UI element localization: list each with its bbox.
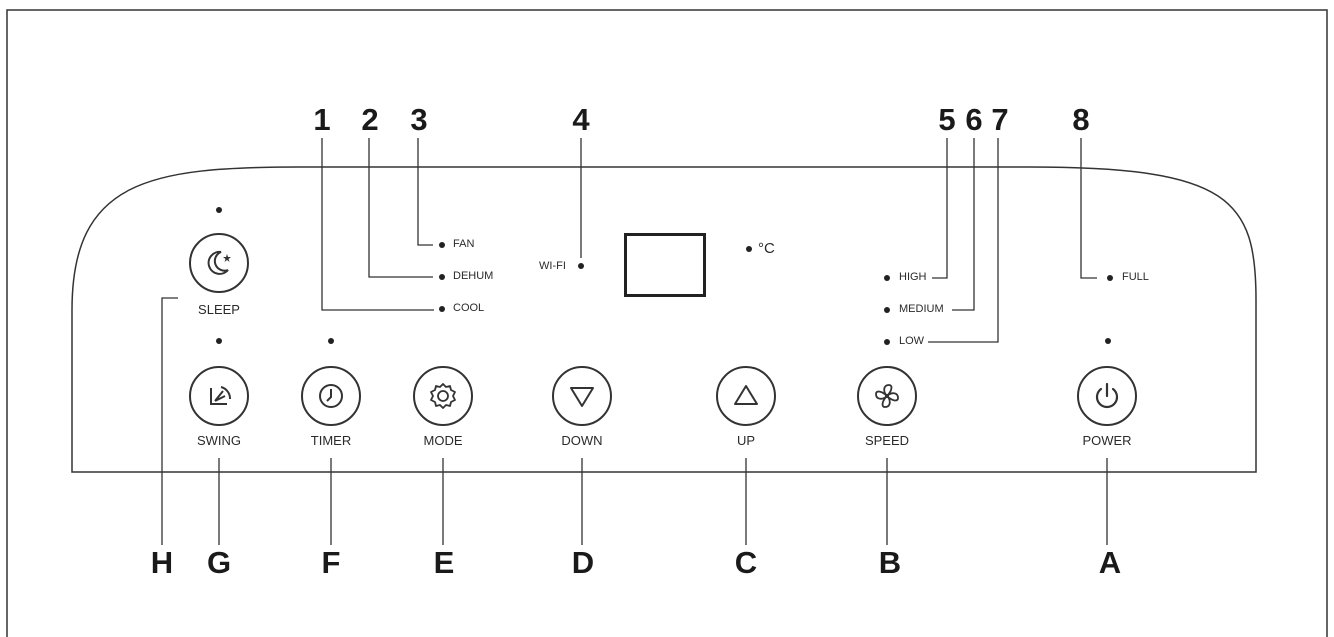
callout-6: 6 bbox=[965, 102, 983, 137]
leader-1 bbox=[321, 138, 434, 311]
triangle-up-icon bbox=[734, 385, 758, 405]
dehum-indicator-dot bbox=[439, 274, 445, 280]
full-indicator-label: FULL bbox=[1122, 271, 1149, 283]
medium-indicator-label: MEDIUM bbox=[899, 303, 944, 315]
temperature-display bbox=[624, 233, 706, 297]
callout-e: E bbox=[433, 545, 455, 580]
speed-button[interactable] bbox=[857, 366, 917, 426]
fan-icon bbox=[875, 384, 899, 408]
cool-indicator-dot bbox=[439, 306, 445, 312]
clock-icon bbox=[319, 384, 343, 408]
leader-6 bbox=[952, 138, 975, 311]
triangle-down-icon bbox=[570, 387, 594, 407]
callout-1: 1 bbox=[313, 102, 331, 137]
sleep-button[interactable] bbox=[189, 233, 249, 293]
callout-2: 2 bbox=[361, 102, 379, 137]
sleep-button-label: SLEEP bbox=[198, 302, 240, 317]
high-indicator-dot bbox=[884, 275, 890, 281]
timer-button[interactable] bbox=[301, 366, 361, 426]
callout-4: 4 bbox=[572, 102, 590, 137]
swing-button[interactable] bbox=[189, 366, 249, 426]
medium-indicator-dot bbox=[884, 307, 890, 313]
callout-7: 7 bbox=[991, 102, 1009, 137]
swing-button-label: SWING bbox=[196, 433, 242, 448]
callout-a: A bbox=[1098, 545, 1122, 580]
callout-f: F bbox=[321, 545, 341, 580]
cool-indicator-label: COOL bbox=[453, 302, 485, 314]
callout-c: C bbox=[734, 545, 758, 580]
leader-8 bbox=[1080, 138, 1097, 279]
speed-button-label: SPEED bbox=[864, 433, 910, 448]
leader-3 bbox=[417, 138, 433, 246]
leader-5 bbox=[932, 138, 948, 279]
up-button[interactable] bbox=[716, 366, 776, 426]
callout-h: H bbox=[150, 545, 174, 580]
power-button[interactable] bbox=[1077, 366, 1137, 426]
panel-outline bbox=[71, 166, 1257, 473]
mode-button[interactable] bbox=[413, 366, 473, 426]
fan-indicator-label: FAN bbox=[453, 238, 475, 250]
timer-button-label: TIMER bbox=[310, 433, 352, 448]
high-indicator-label: HIGH bbox=[899, 271, 927, 283]
wifi-indicator-label: WI-FI bbox=[539, 260, 566, 272]
leader-h bbox=[161, 297, 178, 545]
full-indicator-dot bbox=[1107, 275, 1113, 281]
down-button[interactable] bbox=[552, 366, 612, 426]
celsius-label: °C bbox=[758, 240, 775, 257]
swing-indicator-dot bbox=[216, 338, 222, 344]
power-icon bbox=[1095, 382, 1119, 409]
moon-star-icon bbox=[207, 250, 231, 275]
callout-b: B bbox=[878, 545, 902, 580]
callout-g: G bbox=[206, 545, 232, 580]
gear-icon bbox=[430, 383, 456, 409]
down-button-label: DOWN bbox=[561, 433, 603, 448]
sleep-indicator-dot bbox=[216, 207, 222, 213]
timer-indicator-dot bbox=[328, 338, 334, 344]
wifi-indicator-dot bbox=[578, 263, 584, 269]
low-indicator-dot bbox=[884, 339, 890, 345]
power-button-label: POWER bbox=[1082, 433, 1132, 448]
mode-button-label: MODE bbox=[423, 433, 463, 448]
low-indicator-label: LOW bbox=[899, 335, 925, 347]
leader-2 bbox=[368, 138, 433, 278]
celsius-indicator-dot bbox=[746, 246, 752, 252]
fan-indicator-dot bbox=[439, 242, 445, 248]
callout-5: 5 bbox=[938, 102, 956, 137]
swing-icon bbox=[210, 386, 232, 405]
outer-frame bbox=[6, 9, 1328, 637]
callout-d: D bbox=[571, 545, 595, 580]
callout-8: 8 bbox=[1072, 102, 1090, 137]
leader-7 bbox=[928, 138, 999, 343]
dehum-indicator-label: DEHUM bbox=[453, 270, 494, 282]
callout-3: 3 bbox=[410, 102, 428, 137]
power-indicator-dot bbox=[1105, 338, 1111, 344]
up-button-label: UP bbox=[736, 433, 756, 448]
